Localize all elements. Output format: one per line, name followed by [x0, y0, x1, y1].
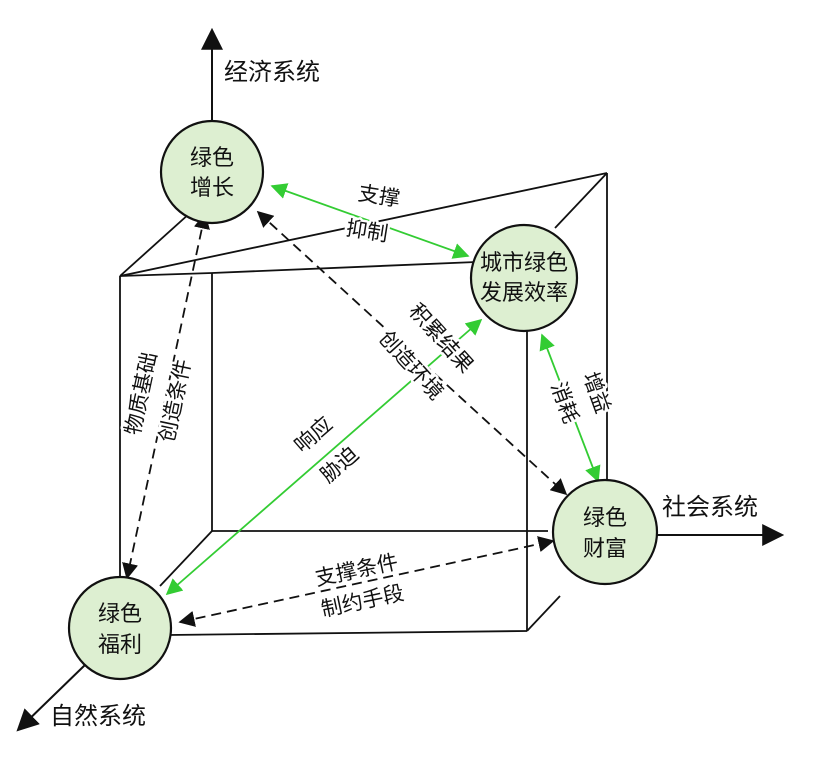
edge-label-consumption: 消耗 [546, 379, 583, 427]
node-label-line1: 绿色 [190, 146, 234, 171]
node-label-line1: 绿色 [98, 602, 142, 627]
arrow-welfare-efficiency [165, 318, 483, 596]
node-label-line2: 财富 [583, 537, 627, 562]
node-urban-efficiency: 城市绿色 发展效率 [469, 223, 579, 333]
node-label-line2: 增长 [190, 176, 234, 201]
node-label-line1: 城市绿色 [480, 251, 568, 276]
natural-axis [16, 663, 87, 732]
natural-axis-label: 自然系统 [50, 702, 146, 730]
axes: 经济系统 社会系统 自然系统 [16, 27, 785, 732]
node-green-wealth: 绿色 财富 [551, 478, 659, 586]
node-green-growth: 绿色 增长 [159, 119, 265, 225]
node-label-line1: 绿色 [583, 506, 627, 531]
node-label-line2: 福利 [98, 633, 142, 658]
edge-label-material-basis: 物质基础 [121, 350, 162, 437]
cube-edge [554, 172, 608, 229]
arrow-growth-welfare [122, 212, 210, 580]
node-circle [469, 223, 579, 333]
node-label-line2: 发展效率 [480, 281, 568, 306]
relationship-arrows [122, 183, 601, 627]
cube-edge [167, 630, 528, 636]
edge-label-stress: 胁迫 [316, 442, 363, 488]
node-green-welfare: 绿色 福利 [67, 575, 173, 681]
edge-label-suppress: 抑制 [344, 216, 389, 246]
edge-label-support: 支撑 [356, 181, 401, 211]
node-circle [159, 119, 265, 225]
cube-edge [211, 261, 477, 274]
economic-axis-label: 经济系统 [224, 58, 320, 86]
node-circle [551, 478, 659, 586]
edge-label-create-conditions: 创造条件 [155, 357, 196, 444]
arrow-growth-wealth [256, 210, 568, 496]
cube-edge [526, 595, 561, 632]
node-circle [67, 575, 173, 681]
social-axis-label: 社会系统 [662, 493, 758, 521]
edge-label-gain: 增益 [578, 369, 615, 417]
